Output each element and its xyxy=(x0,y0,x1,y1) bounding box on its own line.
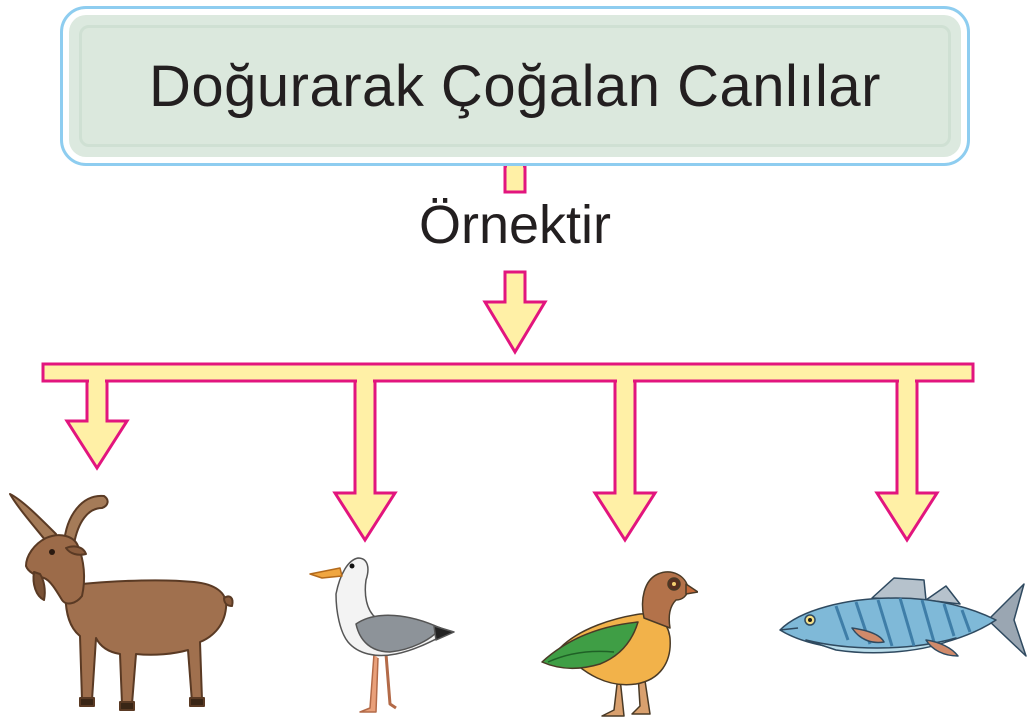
branch-arrow-1 xyxy=(64,379,130,471)
diagram-title: Doğurarak Çoğalan Canlılar xyxy=(149,53,881,119)
seagull-icon xyxy=(309,557,455,713)
connector-label: Örnektir xyxy=(402,196,628,256)
branch-arrow-2 xyxy=(332,379,398,543)
fish-icon xyxy=(779,577,1027,657)
duck-icon xyxy=(541,571,698,717)
branch-bar xyxy=(41,362,975,383)
title-inner-panel: Doğurarak Çoğalan Canlılar xyxy=(79,25,951,147)
branch-arrow-3 xyxy=(592,379,658,543)
title-box: Doğurarak Çoğalan Canlılar xyxy=(60,6,970,166)
goat-icon xyxy=(9,493,234,711)
center-arrow xyxy=(482,270,548,355)
branch-arrow-4 xyxy=(874,379,940,543)
